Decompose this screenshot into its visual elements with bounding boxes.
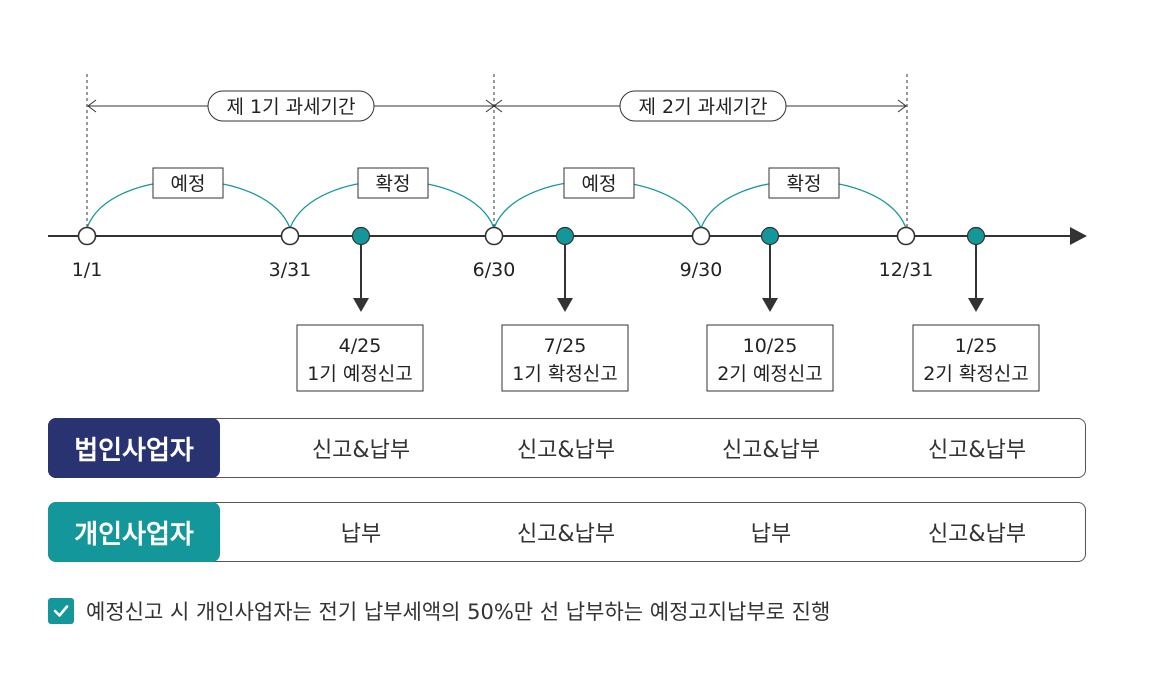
checkmark-icon — [48, 598, 74, 624]
individual-cell-3: 납부 — [750, 522, 792, 547]
deadline-box-1 — [296, 324, 424, 392]
deadline-desc-2: 1기 확정신고 — [512, 363, 618, 385]
corporate-cell-3: 신고&납부 — [721, 438, 821, 463]
footnote-text: 예정신고 시 개인사업자는 전기 납부세액의 50%만 선 납부하는 예정고지납… — [86, 600, 831, 624]
date-label-4: 9/30 — [680, 259, 723, 281]
corporate-cell-4: 신고&납부 — [927, 438, 1027, 463]
individual-cell-4: 신고&납부 — [927, 522, 1027, 547]
date-label-3: 6/30 — [473, 259, 516, 281]
deadline-box-2 — [501, 324, 629, 392]
deadline-date-4: 1/25 — [955, 335, 998, 357]
deadline-marker-2 — [555, 226, 575, 312]
footnote: 예정신고 시 개인사업자는 전기 납부세액의 50%만 선 납부하는 예정고지납… — [48, 596, 830, 626]
individual-badge: 개인사업자 — [48, 502, 220, 562]
date-label-2: 3/31 — [269, 259, 312, 281]
arc-label-1: 예정 — [171, 173, 206, 195]
deadline-desc-3: 2기 예정신고 — [717, 363, 823, 385]
deadline-date-3: 10/25 — [743, 335, 798, 357]
individual-row: 개인사업자 납부 신고&납부 납부 신고&납부 — [48, 502, 1086, 562]
date-label-5: 12/31 — [879, 259, 934, 281]
arc-label-box-4 — [768, 167, 840, 199]
timeline-arrowhead — [1070, 227, 1087, 245]
arc-label-4: 확정 — [787, 173, 822, 195]
corporate-cell-2: 신고&납부 — [516, 438, 616, 463]
corporate-row: 법인사업자 신고&납부 신고&납부 신고&납부 신고&납부 — [48, 418, 1086, 478]
arc-label-box-3 — [563, 167, 635, 199]
individual-cell-2: 신고&납부 — [516, 522, 616, 547]
deadline-date-2: 7/25 — [544, 335, 587, 357]
arc-label-box-1 — [152, 167, 224, 199]
deadline-desc-1: 1기 예정신고 — [307, 363, 413, 385]
period-1-label: 제 1기 과세기간 — [226, 96, 355, 118]
deadline-marker-4 — [966, 226, 986, 312]
date-label-1: 1/1 — [72, 259, 103, 281]
arc-label-2: 확정 — [376, 173, 411, 195]
corporate-badge: 법인사업자 — [48, 418, 220, 478]
node-6-30 — [484, 226, 504, 246]
period-1-box — [207, 90, 375, 122]
arc-label-box-2 — [357, 167, 429, 199]
node-3-31 — [280, 226, 300, 246]
deadline-date-1: 4/25 — [339, 335, 382, 357]
node-12-31 — [896, 226, 916, 246]
node-9-30 — [691, 226, 711, 246]
corporate-cell-1: 신고&납부 — [311, 438, 411, 463]
node-1-1 — [77, 226, 97, 246]
deadline-box-4 — [912, 324, 1040, 392]
deadline-desc-4: 2기 확정신고 — [923, 363, 1029, 385]
period-2-label: 제 2기 과세기간 — [638, 96, 767, 118]
deadline-box-3 — [706, 324, 834, 392]
arc-label-3: 예정 — [582, 173, 617, 195]
deadline-marker-1 — [351, 226, 371, 312]
deadline-marker-3 — [760, 226, 780, 312]
period-2-box — [619, 90, 787, 122]
individual-cell-1: 납부 — [340, 522, 382, 547]
